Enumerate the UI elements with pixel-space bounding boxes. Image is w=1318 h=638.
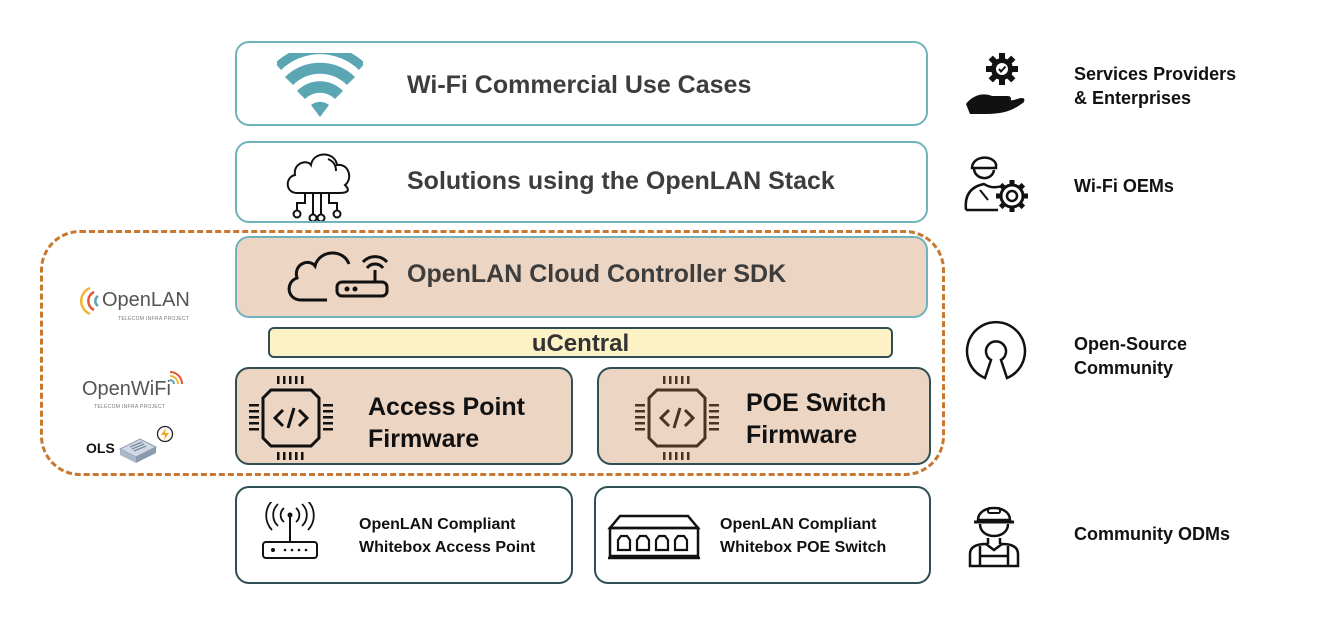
stakeholder-service-providers-line1: Services Providers	[1074, 64, 1237, 84]
openwifi-logo: OpenWiFi TELECOM INFRA PROJECT	[82, 368, 202, 413]
layer-cloud-controller-label: OpenLAN Cloud Controller SDK	[407, 260, 787, 288]
stakeholder-wifi-oems: Wi-Fi OEMs	[1074, 174, 1174, 198]
stakeholder-wifi-oems-line1: Wi-Fi OEMs	[1074, 176, 1174, 196]
stakeholder-service-providers: Services Providers & Enterprises	[1074, 62, 1236, 110]
network-switch-icon	[607, 514, 701, 560]
layer-poe-hardware: OpenLAN Compliant Whitebox POE Switch	[594, 486, 931, 584]
openlan-logo: OpenLAN TELECOM INFRA PROJECT	[78, 286, 198, 326]
poe-firmware-label: POE Switch Firmware	[746, 387, 886, 451]
chip-code-icon	[249, 376, 333, 460]
ols-device-icon	[118, 438, 158, 463]
openwifi-logo-subtitle: TELECOM INFRA PROJECT	[94, 404, 166, 410]
ap-firmware-label: Access Point Firmware	[368, 391, 525, 455]
poe-hardware-line1: OpenLAN Compliant	[720, 516, 877, 533]
openlan-logo-text: OpenLAN	[102, 289, 190, 311]
cloud-router-icon	[287, 251, 389, 302]
ols-logo: OLS	[86, 425, 186, 465]
poe-hardware-line2: Whitebox POE Switch	[720, 539, 887, 556]
hand-gear-icon	[966, 53, 1025, 114]
openwifi-logo-text: OpenWiFi	[82, 378, 171, 400]
access-point-icon	[262, 502, 318, 559]
stakeholder-open-source: Open-Source Community	[1074, 332, 1187, 380]
ap-firmware-line2: Firmware	[368, 425, 480, 453]
openlan-logo-subtitle: TELECOM INFRA PROJECT	[118, 316, 190, 322]
wifi-icon	[277, 53, 363, 117]
ap-hardware-line1: OpenLAN Compliant	[359, 516, 516, 533]
layer-ucentral: uCentral	[268, 327, 893, 358]
openlan-signal-icon	[80, 286, 99, 316]
layer-cloud-controller-sdk: OpenLAN Cloud Controller SDK	[235, 236, 928, 318]
ucentral-label: uCentral	[531, 330, 630, 357]
stakeholder-service-providers-line2: & Enterprises	[1074, 88, 1192, 108]
layer-solutions-label: Solutions using the OpenLAN Stack	[407, 167, 835, 195]
ap-hardware-label: OpenLAN Compliant Whitebox Access Point	[359, 513, 535, 559]
openwifi-signal-icon	[169, 371, 183, 385]
layer-commercial-use-cases: Wi-Fi Commercial Use Cases	[235, 41, 928, 126]
engineer-gear-icon	[964, 156, 1028, 212]
stakeholder-open-source-line1: Open-Source	[1074, 334, 1188, 354]
cloud-network-icon	[286, 153, 351, 221]
stakeholder-community-odms-line1: Community ODMs	[1074, 524, 1231, 544]
stakeholder-community-odms: Community ODMs	[1074, 522, 1230, 546]
chip-code-icon	[635, 376, 719, 460]
layer-commercial-label: Wi-Fi Commercial Use Cases	[407, 71, 752, 99]
ap-firmware-line1: Access Point	[368, 393, 526, 421]
layer-solutions: Solutions using the OpenLAN Stack	[235, 141, 928, 223]
poe-firmware-line1: POE Switch	[746, 389, 887, 417]
worker-icon	[968, 506, 1020, 568]
ap-hardware-line2: Whitebox Access Point	[359, 539, 536, 556]
poe-firmware-line2: Firmware	[746, 421, 858, 449]
poe-hardware-label: OpenLAN Compliant Whitebox POE Switch	[720, 513, 886, 559]
lightning-icon	[156, 425, 174, 443]
layer-poe-firmware: POE Switch Firmware	[597, 367, 931, 465]
stakeholder-open-source-line2: Community	[1074, 358, 1173, 378]
ols-logo-text: OLS	[86, 440, 115, 456]
openlan-stack-boundary	[40, 230, 945, 476]
open-source-icon	[965, 320, 1027, 380]
layer-ap-firmware: Access Point Firmware	[235, 367, 573, 465]
layer-ap-hardware: OpenLAN Compliant Whitebox Access Point	[235, 486, 573, 584]
